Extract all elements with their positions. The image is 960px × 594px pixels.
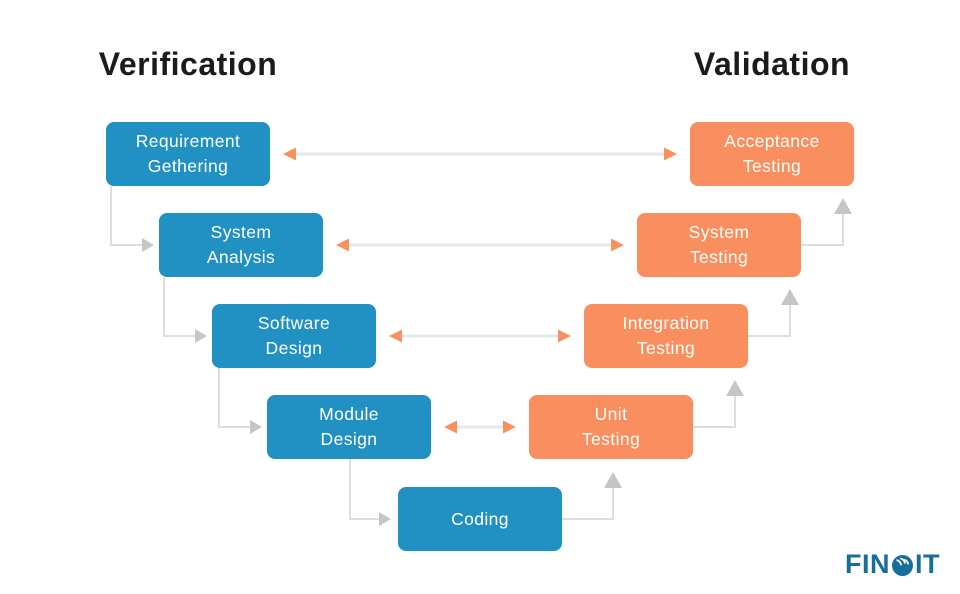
node-system-testing: System Testing <box>637 213 801 277</box>
node-module-design: Module Design <box>267 395 431 459</box>
node-acceptance-testing: Acceptance Testing <box>690 122 854 186</box>
validation-title: Validation <box>693 46 851 82</box>
bidirectional-arrow-module-unittesting <box>444 420 516 434</box>
finoit-logo-suffix: IT <box>915 548 940 579</box>
node-software-design: Software Design <box>212 304 376 368</box>
node-requirement-gathering: Requirement Gethering <box>106 122 270 186</box>
finoit-logo-prefix: FIN <box>845 548 890 579</box>
node-system-analysis: System Analysis <box>159 213 323 277</box>
connector-systemtesting-to-acceptance <box>801 198 852 246</box>
connector-design-to-module <box>218 368 262 434</box>
bidirectional-arrow-analysis-systemtesting <box>336 238 624 252</box>
node-coding: Coding <box>398 487 562 551</box>
connector-requirement-to-analysis <box>110 186 154 252</box>
verification-title: Verification <box>98 46 278 82</box>
bidirectional-arrow-design-integration <box>389 329 571 343</box>
connector-unittesting-to-integration <box>693 380 744 428</box>
connector-module-to-coding <box>349 459 391 526</box>
node-unit-testing: Unit Testing <box>529 395 693 459</box>
connector-analysis-to-design <box>163 277 207 343</box>
bidirectional-arrow-requirement-acceptance <box>283 147 677 161</box>
connector-coding-to-unittesting <box>562 472 622 520</box>
node-integration-testing: Integration Testing <box>584 304 748 368</box>
connector-integration-to-systemtesting <box>748 289 799 337</box>
finoit-logo-ball-icon <box>892 554 913 576</box>
finoit-logo: FIN IT <box>845 549 940 579</box>
